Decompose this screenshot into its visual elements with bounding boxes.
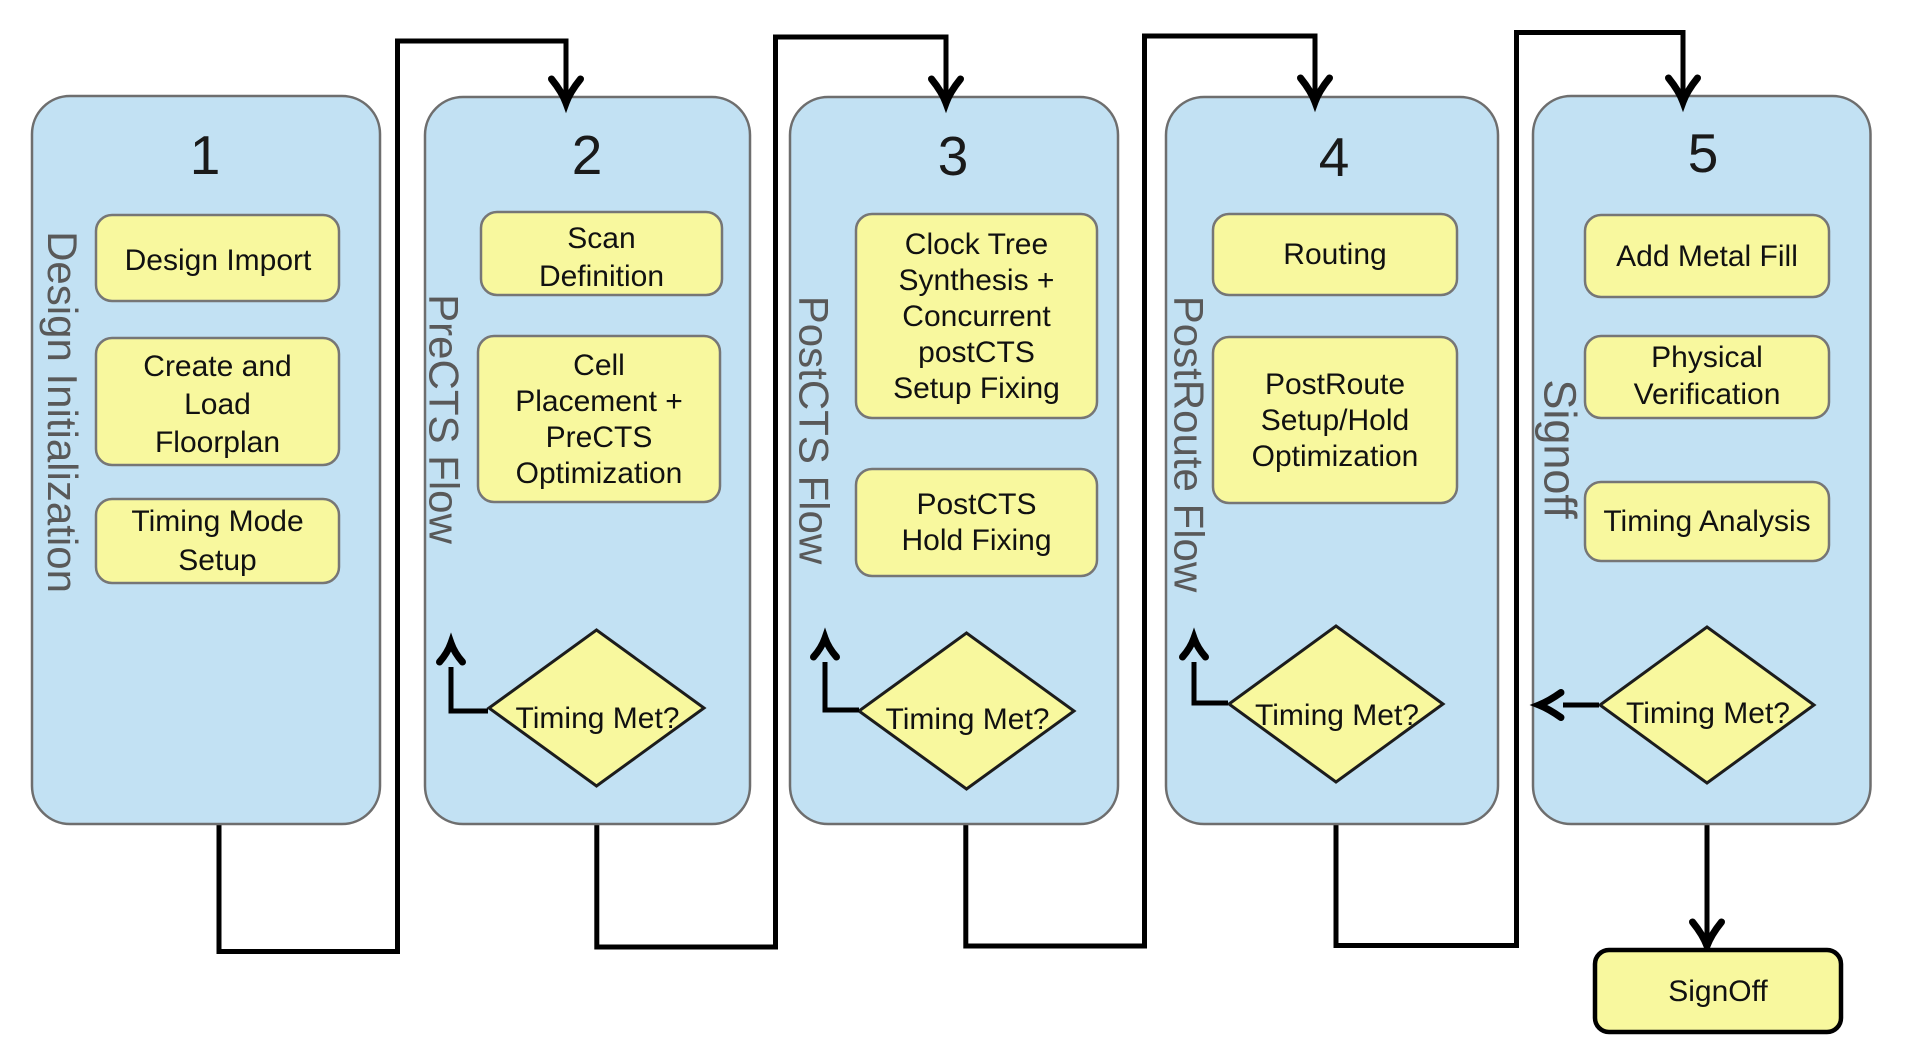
svg-text:Setup/Hold: Setup/Hold	[1261, 404, 1409, 437]
svg-text:1: 1	[190, 124, 221, 186]
svg-text:5: 5	[1688, 122, 1719, 184]
svg-text:Signoff: Signoff	[1534, 379, 1585, 519]
svg-text:Timing Met?: Timing Met?	[1255, 699, 1419, 732]
svg-text:Timing Met?: Timing Met?	[886, 703, 1050, 736]
svg-text:Clock Tree: Clock Tree	[905, 228, 1048, 261]
svg-text:Optimization: Optimization	[516, 457, 683, 490]
svg-text:3: 3	[938, 125, 969, 187]
svg-text:Optimization: Optimization	[1252, 440, 1419, 473]
svg-text:PreCTS Flow: PreCTS Flow	[420, 294, 467, 544]
svg-text:PostCTS: PostCTS	[916, 488, 1036, 521]
svg-text:Placement +: Placement +	[515, 385, 683, 418]
svg-text:PostRoute Flow: PostRoute Flow	[1165, 296, 1212, 593]
svg-text:Design Initialization: Design Initialization	[39, 231, 86, 593]
svg-text:Scan: Scan	[567, 222, 635, 255]
svg-text:Load: Load	[184, 388, 251, 421]
svg-text:Cell: Cell	[573, 349, 625, 382]
svg-text:Add Metal Fill: Add Metal Fill	[1616, 240, 1798, 273]
svg-text:Physical: Physical	[1651, 341, 1763, 374]
svg-text:Timing Mode: Timing Mode	[131, 505, 303, 538]
svg-text:PostRoute: PostRoute	[1265, 368, 1405, 401]
svg-text:Routing: Routing	[1283, 238, 1386, 271]
svg-text:Setup: Setup	[178, 544, 256, 577]
svg-text:Synthesis +: Synthesis +	[899, 264, 1055, 297]
svg-text:Hold Fixing: Hold Fixing	[901, 524, 1051, 557]
svg-text:Design Import: Design Import	[125, 244, 312, 277]
svg-text:Setup Fixing: Setup Fixing	[893, 372, 1060, 405]
svg-text:Verification: Verification	[1634, 378, 1781, 411]
svg-text:Create and: Create and	[143, 350, 291, 383]
svg-text:PostCTS Flow: PostCTS Flow	[790, 296, 837, 565]
svg-text:PreCTS: PreCTS	[546, 421, 653, 454]
svg-text:postCTS: postCTS	[918, 336, 1035, 369]
svg-text:Concurrent: Concurrent	[902, 300, 1051, 333]
svg-text:2: 2	[572, 124, 603, 186]
svg-text:Timing Met?: Timing Met?	[516, 702, 680, 735]
svg-text:SignOff: SignOff	[1668, 975, 1768, 1008]
svg-text:Timing Analysis: Timing Analysis	[1603, 505, 1810, 538]
svg-text:4: 4	[1319, 126, 1350, 188]
svg-text:Floorplan: Floorplan	[155, 426, 280, 459]
svg-text:Timing Met?: Timing Met?	[1626, 697, 1790, 730]
svg-text:Definition: Definition	[539, 260, 664, 293]
